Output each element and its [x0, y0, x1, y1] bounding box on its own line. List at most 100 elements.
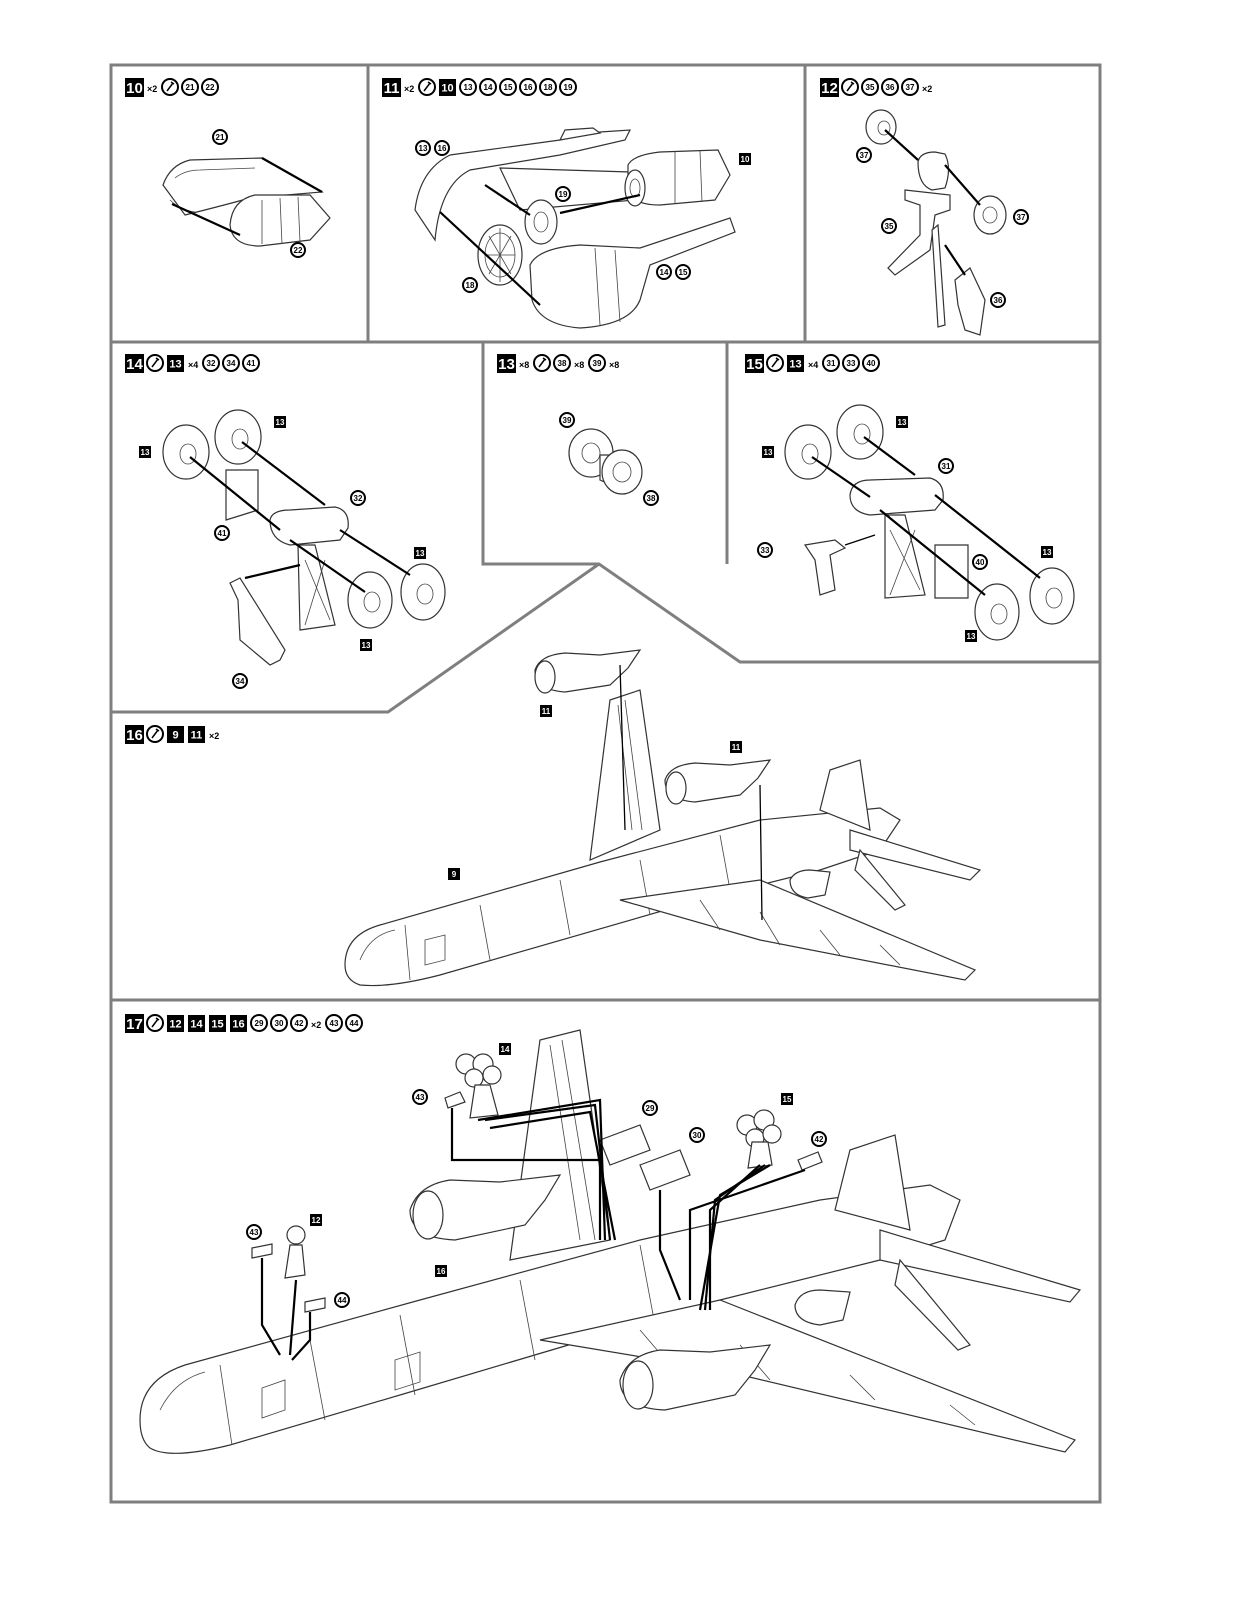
part-number-circle: 33	[757, 542, 773, 558]
part-number-box: 14	[188, 1015, 205, 1032]
part-number-label: 35	[885, 222, 894, 231]
part-number-circle: 38	[553, 354, 571, 372]
part-number-label: 37	[1017, 213, 1026, 222]
step13-callouts: 39 38	[559, 412, 659, 506]
part-number-label: 13	[362, 641, 371, 650]
part-number-circle: 15	[675, 264, 691, 280]
part-number-label: 13	[276, 418, 285, 427]
part-number-label: 31	[827, 359, 836, 368]
part-number-label: 34	[236, 677, 245, 686]
part-number-label: 12	[312, 1216, 321, 1225]
glue-icon	[766, 354, 784, 372]
part-number-label: 19	[564, 83, 573, 92]
part-number-circle: 38	[643, 490, 659, 506]
part-number-circle: 44	[345, 1014, 363, 1032]
part-number-circle: 19	[559, 78, 577, 96]
step17-drawing	[139, 1029, 1082, 1454]
part-number-label: 39	[593, 359, 602, 368]
part-number-circle: 29	[250, 1014, 268, 1032]
part-number-label: 10	[441, 82, 453, 94]
glue-icon	[418, 78, 436, 96]
part-number-label: 15	[746, 356, 763, 373]
part-number-label: 30	[275, 1019, 284, 1028]
part-number-box: 13	[896, 416, 908, 428]
step14-drawing	[162, 409, 446, 666]
part-number-label: 22	[294, 246, 303, 255]
part-number-label: 43	[250, 1228, 259, 1237]
step14-callouts: 13 13 32 41 13 13 34	[139, 416, 426, 689]
part-number-label: 15	[211, 1018, 223, 1030]
step15-callouts: 13 13 31 33 40 13 13	[757, 416, 1053, 642]
part-number-circle: 19	[555, 186, 571, 202]
part-number-label: 13	[967, 632, 976, 641]
part-number-label: 19	[559, 190, 568, 199]
part-number-label: 21	[216, 133, 225, 142]
part-number-label: 33	[761, 546, 770, 555]
part-number-circle: 44	[334, 1292, 350, 1308]
step16-drawing	[344, 649, 982, 987]
part-number-circle: 36	[881, 78, 899, 96]
step15-drawing	[784, 404, 1075, 641]
part-number-label: 11	[191, 729, 203, 741]
part-number-box: 11	[730, 741, 742, 753]
part-number-label: 16	[126, 727, 143, 744]
part-number-label: 10	[741, 155, 750, 164]
step13-drawing	[568, 428, 643, 495]
part-number-label: 29	[646, 1104, 655, 1113]
glue-icon	[146, 725, 164, 743]
part-number-circle: 31	[822, 354, 840, 372]
part-number-circle: 21	[212, 129, 228, 145]
part-number-circle: 40	[972, 554, 988, 570]
part-number-box: 15	[209, 1015, 226, 1032]
part-number-circle: 22	[201, 78, 219, 96]
part-number-box: 13	[360, 639, 372, 651]
part-number-circle: 43	[246, 1224, 262, 1240]
part-number-label: 44	[350, 1019, 359, 1028]
part-number-label: 33	[847, 359, 856, 368]
part-number-label: 44	[338, 1296, 347, 1305]
part-number-circle: 32	[202, 354, 220, 372]
part-number-box: 12	[167, 1015, 184, 1032]
step17-callouts: 14 43 29 30 15 42 43 12 16 44	[246, 1043, 827, 1308]
part-number-label: 22	[206, 83, 215, 92]
part-number-label: 15	[504, 83, 513, 92]
glue-icon	[146, 354, 164, 372]
part-number-label: 13	[416, 549, 425, 558]
part-number-label: 37	[906, 83, 915, 92]
part-number-box: 10	[439, 79, 456, 96]
part-number-circle: 29	[642, 1100, 658, 1116]
part-number-label: 11	[542, 707, 551, 716]
part-number-box: 13	[167, 355, 184, 372]
part-number-label: 30	[693, 1131, 702, 1140]
part-number-circle: 22	[290, 242, 306, 258]
part-number-label: 32	[354, 494, 363, 503]
part-number-circle: 43	[325, 1014, 343, 1032]
part-number-label: 43	[416, 1093, 425, 1102]
part-number-label: 9	[452, 870, 457, 879]
part-number-circle: 35	[881, 218, 897, 234]
part-number-label: 39	[563, 416, 572, 425]
glue-icon	[841, 78, 859, 96]
part-number-box: 13	[1041, 546, 1053, 558]
part-number-circle: 39	[559, 412, 575, 428]
part-number-label: 13	[419, 144, 428, 153]
part-number-box: 14	[499, 1043, 511, 1055]
part-number-label: 16	[437, 1267, 446, 1276]
part-number-circle: 15	[499, 78, 517, 96]
part-number-box: 9	[167, 726, 184, 743]
part-number-label: 41	[247, 359, 256, 368]
step10-callouts: 21 22	[212, 129, 306, 258]
part-number-circle: 18	[539, 78, 557, 96]
part-number-circle: 37	[856, 147, 872, 163]
part-number-box: 17	[125, 1014, 144, 1033]
part-number-box: 13	[965, 630, 977, 642]
part-number-circle: 37	[901, 78, 919, 96]
part-number-circle: 34	[232, 673, 248, 689]
part-number-label: 13	[1043, 548, 1052, 557]
part-number-circle: 42	[811, 1131, 827, 1147]
part-number-circle: 16	[434, 140, 450, 156]
